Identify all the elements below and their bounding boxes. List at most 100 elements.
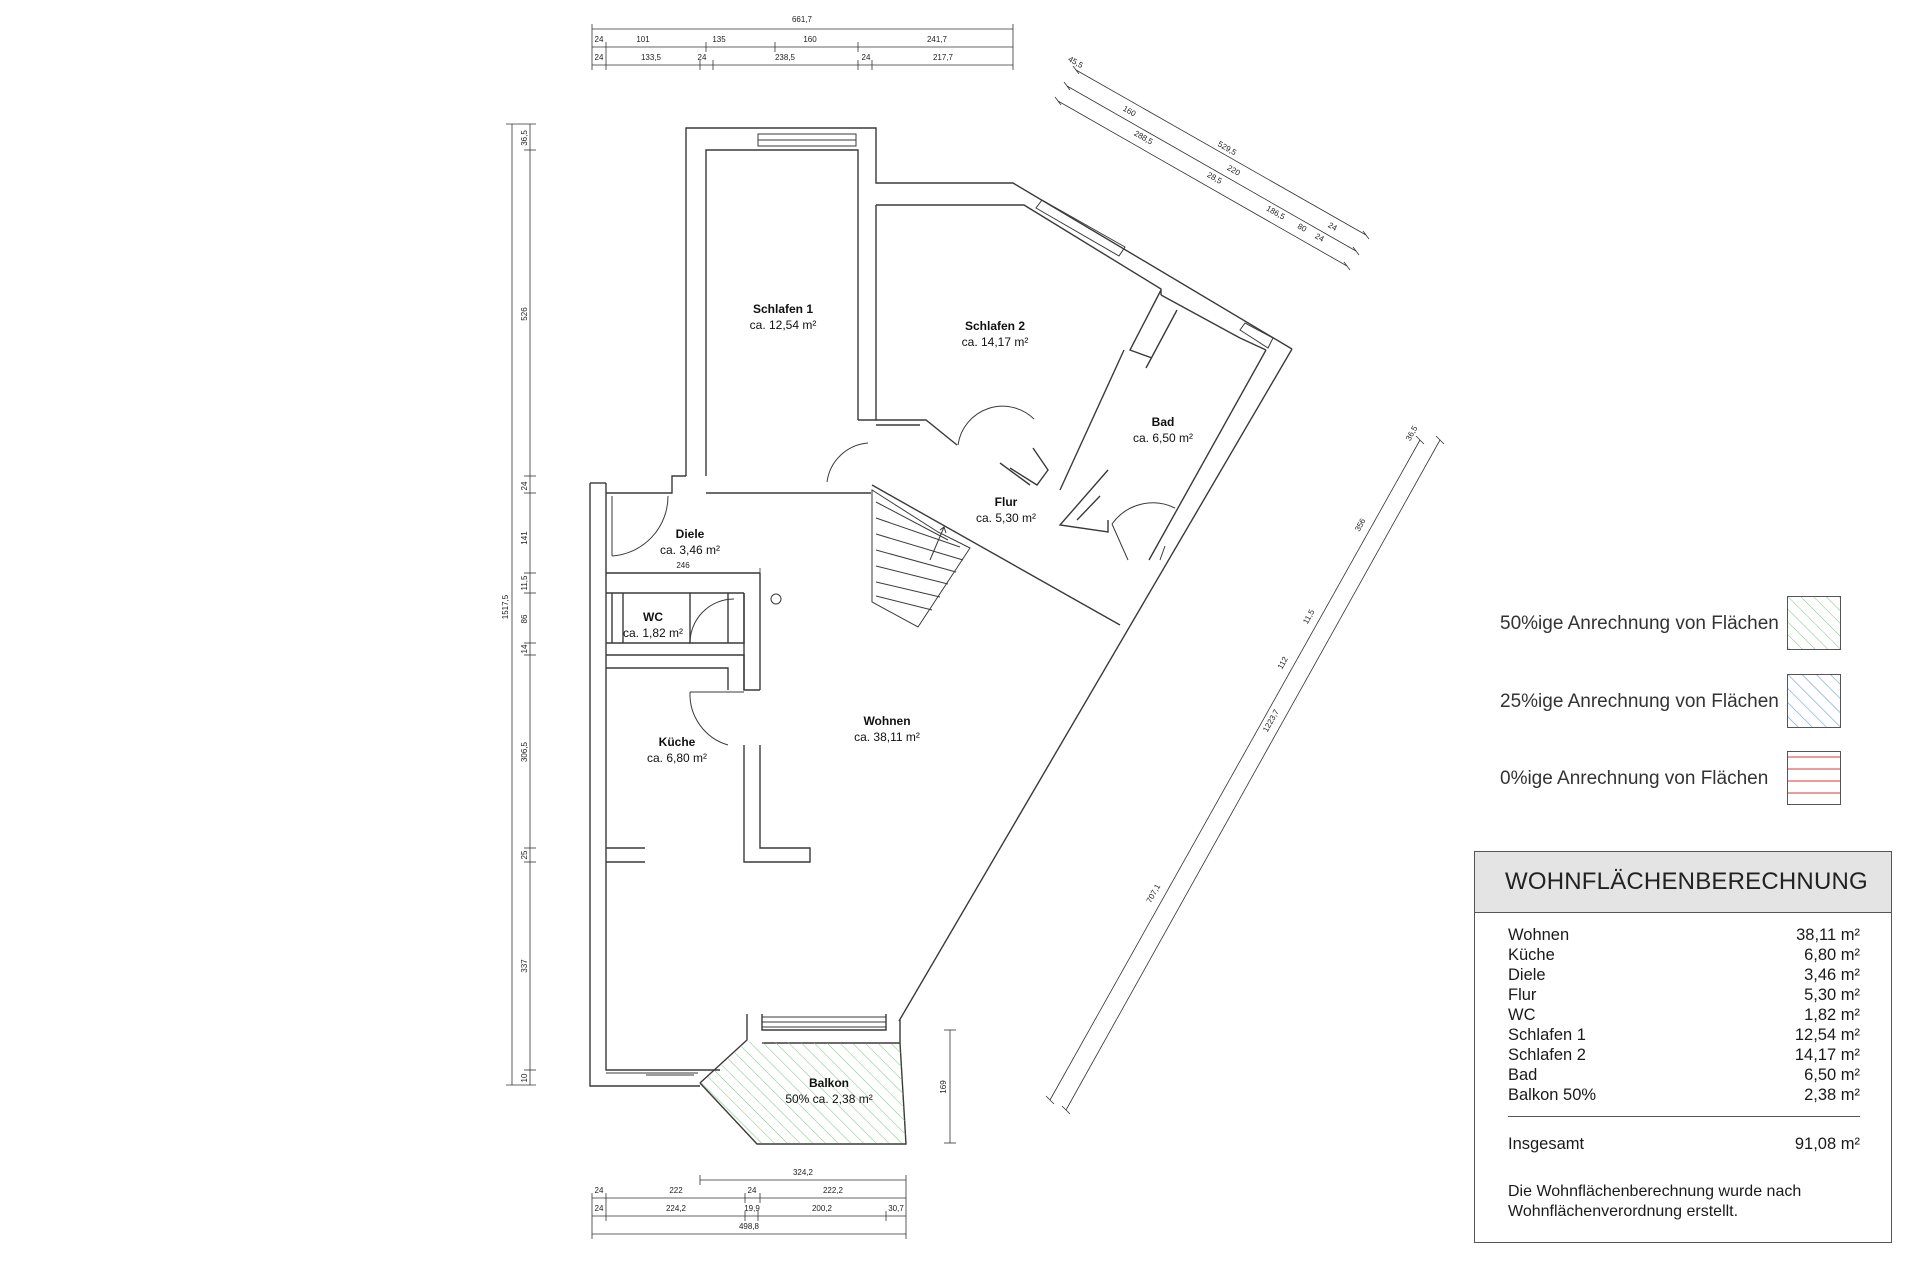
calc-row: Flur 5,30 m² — [1508, 985, 1860, 1005]
room-area: ca. 6,50 m² — [1133, 431, 1193, 445]
door-swings — [611, 405, 1176, 746]
calc-row-name: Flur — [1508, 986, 1537, 1004]
dim-label: 217,7 — [933, 53, 954, 62]
calc-row-name: Bad — [1508, 1066, 1538, 1084]
dim-label: 133,5 — [641, 53, 662, 62]
dim-label: 86 — [520, 614, 529, 623]
dim-label: 24 — [748, 1186, 757, 1195]
dim-label: 14 — [520, 644, 529, 653]
calculation-rows: Wohnen 38,11 m² Küche 6,80 m² Diele 3,46 m²… — [1508, 925, 1860, 1105]
dim-label: 135 — [712, 35, 726, 44]
calc-row: Balkon 50%2,38 m² — [1508, 1085, 1860, 1105]
dim-label: 25 — [520, 850, 529, 859]
dim-label: 36,5 — [520, 130, 529, 146]
dimension-labels: 661,7 24 101 135 160 241,7 24 133,5 24 2… — [501, 15, 1420, 1231]
dim-label: 24 — [595, 1204, 604, 1213]
dim-label: 45,5 — [1067, 55, 1085, 71]
hatch-green-swatch — [1787, 596, 1841, 650]
legend-label: 0%ige Anrechnung von Flächen — [1500, 768, 1769, 789]
dim-label: 10 — [520, 1073, 529, 1082]
dim-label: 324,2 — [793, 1168, 814, 1177]
calc-row-name: Schlafen 2 — [1508, 1046, 1586, 1064]
calc-row-name: Schlafen 1 — [1508, 1026, 1586, 1044]
dim-label: 101 — [636, 35, 650, 44]
calc-row-value: 6,80 m² — [1804, 946, 1860, 964]
dim-label: 288,5 — [1132, 129, 1154, 147]
dim-label: 11,5 — [1301, 607, 1316, 625]
calc-row: Schlafen 2 14,17 m² — [1508, 1045, 1860, 1065]
calc-row-value: 38,11 m² — [1796, 926, 1860, 944]
dim-label: 30,7 — [888, 1204, 904, 1213]
room-name: Balkon — [809, 1076, 849, 1090]
calc-row-value: 12,54 m² — [1794, 1026, 1860, 1044]
dim-label: 24 — [595, 53, 604, 62]
dim-label: 306,5 — [520, 741, 529, 762]
calc-divider — [1508, 1116, 1860, 1117]
dim-label: 337 — [520, 959, 529, 973]
room-area: ca. 38,11 m² — [854, 730, 920, 744]
dim-label: 80 — [1296, 222, 1309, 234]
balkon-hatch — [701, 1042, 906, 1143]
legend-item-0: 0%ige Anrechnung von Flächen — [1500, 749, 1900, 809]
room-area: ca. 14,17 m² — [962, 335, 1029, 349]
calc-row: Schlafen 1 12,54 m² — [1508, 1025, 1860, 1045]
calc-row-name: Diele — [1508, 966, 1546, 984]
calc-row: Küche 6,80 m² — [1508, 945, 1860, 965]
calc-note: Die Wohnflächenberechnung wurde nach Woh… — [1508, 1183, 1802, 1220]
dim-label: 241,7 — [927, 35, 948, 44]
dim-label: 141 — [520, 531, 529, 545]
dim-label: 529,5 — [1216, 139, 1238, 157]
area-calculation-panel: WOHNFLÄCHENBERECHNUNG Wohnen 38,11 m² Küc… — [1474, 851, 1892, 1243]
dim-label: 707,1 — [1145, 882, 1163, 904]
room-area: ca. 12,54 m² — [750, 318, 817, 332]
calc-row-name: Wohnen — [1508, 926, 1570, 944]
calc-row-value: 5,30 m² — [1804, 986, 1860, 1004]
staircase — [871, 489, 971, 628]
calc-row: Bad 6,50 m² — [1508, 1065, 1860, 1085]
dim-label: 24 — [862, 53, 871, 62]
dim-label: 24 — [1326, 221, 1339, 233]
windows — [606, 133, 1274, 1076]
dim-label: 169 — [939, 1080, 948, 1094]
dim-label: 28,5 — [1206, 170, 1224, 186]
room-area: ca. 5,30 m² — [976, 511, 1036, 525]
room-name: WC — [643, 610, 663, 624]
dim-label: 186,5 — [1265, 204, 1287, 222]
walls — [589, 127, 1293, 1145]
dim-label: 24 — [595, 1186, 604, 1195]
calc-row-value: 3,46 m² — [1804, 966, 1860, 984]
dim-label: 1517,5 — [501, 594, 510, 619]
dim-label: 498,8 — [739, 1222, 760, 1231]
room-name: Schlafen 2 — [965, 319, 1025, 333]
dim-label: 238,5 — [775, 53, 796, 62]
room-area: 50% ca. 2,38 m² — [785, 1092, 872, 1106]
dim-label: 24 — [698, 53, 707, 62]
calc-row: WC 1,82 m² — [1508, 1005, 1860, 1025]
calc-row-value: 1,82 m² — [1804, 1006, 1860, 1024]
dim-label: 36,5 — [1404, 424, 1420, 442]
dim-label: 24 — [520, 481, 529, 490]
calc-row-value: 14,17 m² — [1794, 1046, 1860, 1064]
dim-label: 224,2 — [666, 1204, 687, 1213]
calc-row: Wohnen 38,11 m² — [1508, 925, 1860, 945]
room-area: ca. 6,80 m² — [647, 751, 707, 765]
calc-row-value: 2,38 m² — [1804, 1086, 1860, 1104]
calc-row-name: WC — [1508, 1006, 1536, 1024]
room-area: ca. 3,46 m² — [660, 543, 720, 557]
dim-label: 220 — [1226, 163, 1243, 178]
dim-label: 160 — [803, 35, 817, 44]
dim-label: 661,7 — [792, 15, 813, 24]
calc-row-value: 6,50 m² — [1804, 1066, 1860, 1084]
dim-label: 160 — [1121, 104, 1138, 119]
calc-total-row: Insgesamt 91,08 m² — [1508, 1133, 1860, 1155]
legend-label: 50%ige Anrechnung von Flächen — [1500, 613, 1779, 634]
dim-label: 526 — [520, 307, 529, 321]
panel-title: WOHNFLÄCHENBERECHNUNG — [1475, 852, 1891, 913]
calc-row-name: Küche — [1508, 946, 1555, 964]
room-name: Bad — [1152, 415, 1175, 429]
room-area: ca. 1,82 m² — [623, 626, 683, 640]
dim-label: 24 — [595, 35, 604, 44]
dim-label: 246 — [676, 561, 690, 570]
legend-label: 25%ige Anrechnung von Flächen — [1500, 691, 1779, 712]
